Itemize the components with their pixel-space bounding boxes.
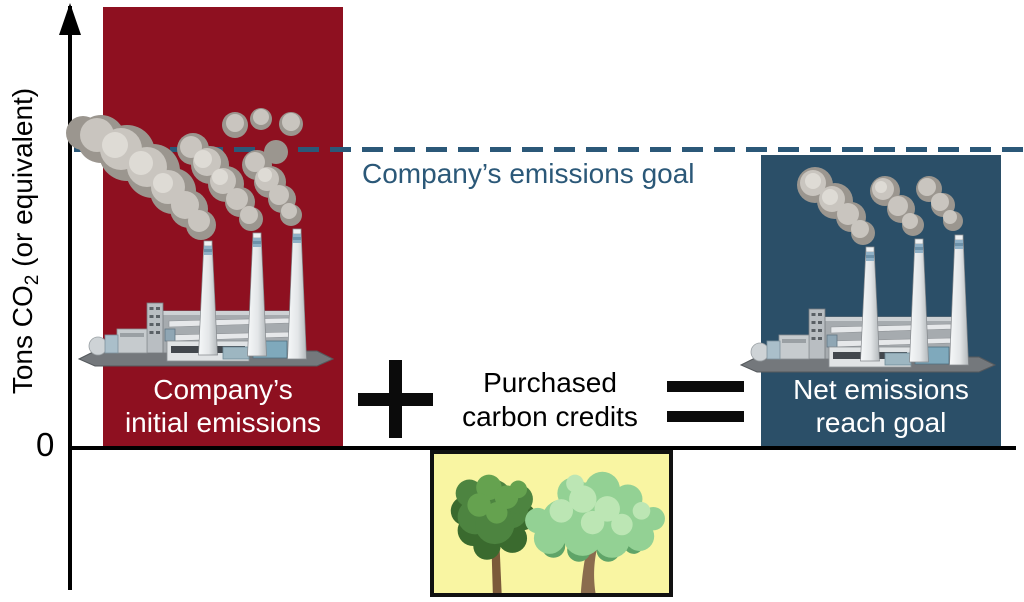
- x-axis-line: [68, 446, 1016, 450]
- carbon-credits-box: [430, 450, 673, 597]
- y-axis-line: [68, 6, 72, 590]
- emissions-goal-dashed-line: [74, 147, 1024, 152]
- trees-icon: [450, 471, 665, 593]
- y-axis-label: Tons CO2 (or equivalent): [7, 87, 43, 395]
- emissions-goal-label: Company’s emissions goal: [362, 158, 695, 189]
- factory-smokestacks-icon: [66, 108, 334, 367]
- equals-icon: [667, 381, 744, 422]
- factory-smokestacks-icon: [740, 167, 996, 373]
- up-arrow-icon: [59, 3, 81, 35]
- y-axis-zero-tick: 0: [36, 426, 55, 463]
- plus-icon: [358, 360, 433, 438]
